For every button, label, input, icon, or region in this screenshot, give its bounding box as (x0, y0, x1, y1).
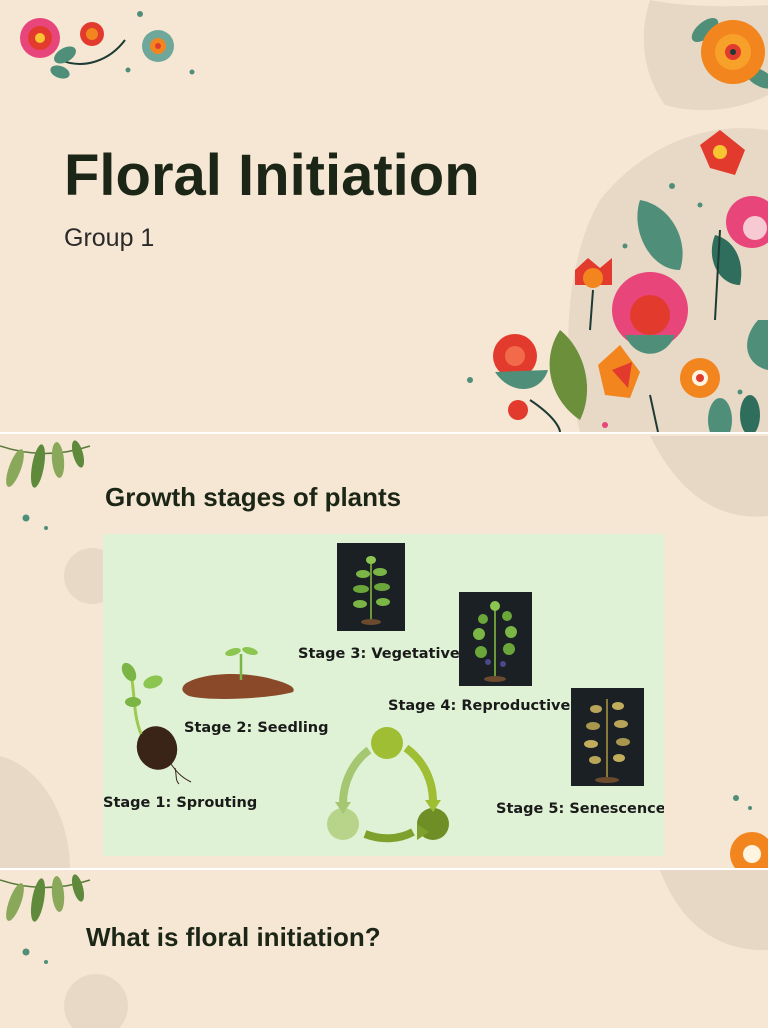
slide-divider (0, 868, 768, 870)
stage-1-label: Stage 1: Sprouting (103, 795, 257, 811)
stage-5-label: Stage 5: Senescence (496, 801, 664, 817)
stages-illustration: Stage 3: Vegetative Stage 4: Reproductiv… (103, 543, 666, 843)
cycle-arrows-icon (327, 727, 449, 843)
floral-decoration (20, 0, 768, 432)
reproductive-plant-image (459, 592, 532, 686)
stage-2-label: Stage 2: Seedling (184, 720, 329, 736)
slide-subtitle: Group 1 (64, 224, 155, 252)
seedling-image (182, 647, 294, 699)
sprouting-seed-image (121, 662, 192, 785)
slide-heading: What is floral initiation? (86, 922, 381, 952)
slide-divider (0, 432, 768, 434)
growth-stages-slide: Growth stages of plants (0, 436, 768, 868)
bouquet-icon (467, 130, 768, 432)
leaf-branch-icon (0, 874, 91, 922)
title-slide: Floral Initiation Group 1 (0, 0, 768, 432)
stage-3-label: Stage 3: Vegetative (298, 646, 460, 662)
orange-flower-icon (730, 832, 768, 868)
top-right-flower-icon (691, 18, 768, 89)
slide-decoration (0, 870, 768, 1028)
stage-4-label: Stage 4: Reproductive (388, 698, 570, 714)
leaf-branch-icon (0, 440, 91, 488)
slide-heading: Growth stages of plants (105, 482, 402, 512)
senescence-plant-image (571, 688, 644, 786)
floral-initiation-slide: What is floral initiation? (0, 870, 768, 1028)
vegetative-plant-image (337, 543, 405, 631)
top-left-flowers-icon (20, 11, 195, 79)
growth-stages-diagram: Stage 3: Vegetative Stage 4: Reproductiv… (103, 534, 666, 856)
slide-title: Floral Initiation (64, 143, 480, 208)
